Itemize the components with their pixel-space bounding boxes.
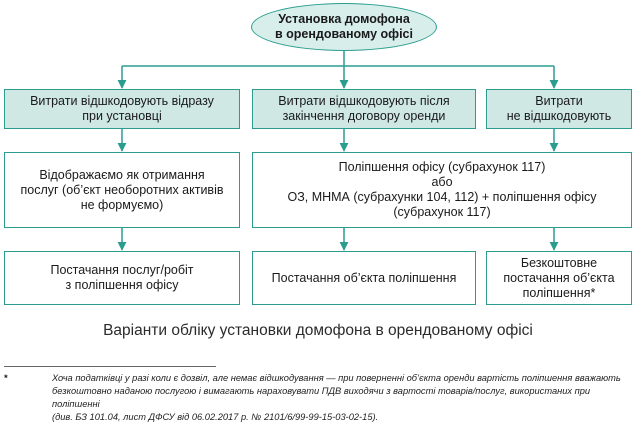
diagram-caption: Варіанти обліку установки домофона в оре… — [103, 322, 533, 339]
box-text: Поліпшення офісу (субрахунок 117) — [338, 160, 546, 174]
box-text: ОЗ, МНМА (субрахунки 104, 112) + поліпше… — [287, 190, 597, 204]
footnote-mark: * — [4, 373, 8, 384]
root-node: Установка домофона в орендованому офісі — [251, 3, 437, 51]
box-text: Відображаємо як отримання — [39, 167, 205, 182]
box-text: Постачання об’єкта поліпшення — [271, 270, 457, 285]
footnote-line: безкоштовно наданою послугою і вимагають… — [52, 386, 591, 409]
box-text: з поліпшення офісу — [65, 278, 179, 292]
header-text: Витрати відшкодовують відразу — [30, 94, 214, 108]
box-supply-improvement: Постачання об’єкта поліпшення — [252, 251, 476, 305]
box-services-received: Відображаємо як отримання послуг (об’єкт… — [4, 152, 240, 228]
root-title-line-1: Установка домофона — [278, 12, 410, 26]
box-text: не формуємо) — [80, 197, 164, 212]
box-text: Безкоштовне — [520, 255, 598, 270]
box-text: Постачання послуг/робіт — [50, 263, 194, 277]
header-text: закінчення договору оренди — [282, 109, 446, 123]
box-office-improvement: Поліпшення офісу (субрахунок 117) або ОЗ… — [252, 152, 632, 228]
header-text: при установці — [82, 109, 162, 123]
footnote-line: Хоча податківці у разі коли є дозвіл, ал… — [52, 373, 621, 383]
footnote-line: (див. БЗ 101.04, лист ДФСУ від 06.02.201… — [52, 412, 379, 422]
box-free-supply: Безкоштовне постачання об’єкта поліпшенн… — [486, 251, 632, 305]
header-text: Витрати відшкодовують після — [278, 94, 450, 108]
header-text: не відшкодовують — [506, 109, 612, 123]
header-text: Витрати — [535, 94, 583, 108]
box-text: поліпшення* — [522, 285, 596, 300]
header-not-reimbursed: Витрати не відшкодовують — [486, 89, 632, 129]
root-title-line-2: в орендованому офісі — [275, 27, 413, 41]
box-supply-services: Постачання послуг/робіт з поліпшення офі… — [4, 251, 240, 305]
box-text: постачання об’єкта — [503, 270, 615, 285]
footnote-divider — [4, 366, 216, 367]
header-reimbursed-after-lease: Витрати відшкодовують після закінчення д… — [252, 89, 476, 129]
box-text: (субрахунок 117) — [393, 205, 491, 219]
box-text: або — [431, 175, 453, 189]
box-text: послуг (об’єкт необоротних активів — [20, 182, 224, 197]
footnote-text: Хоча податківці у разі коли є дозвіл, ал… — [52, 372, 632, 424]
header-reimbursed-immediately: Витрати відшкодовують відразу при устано… — [4, 89, 240, 129]
